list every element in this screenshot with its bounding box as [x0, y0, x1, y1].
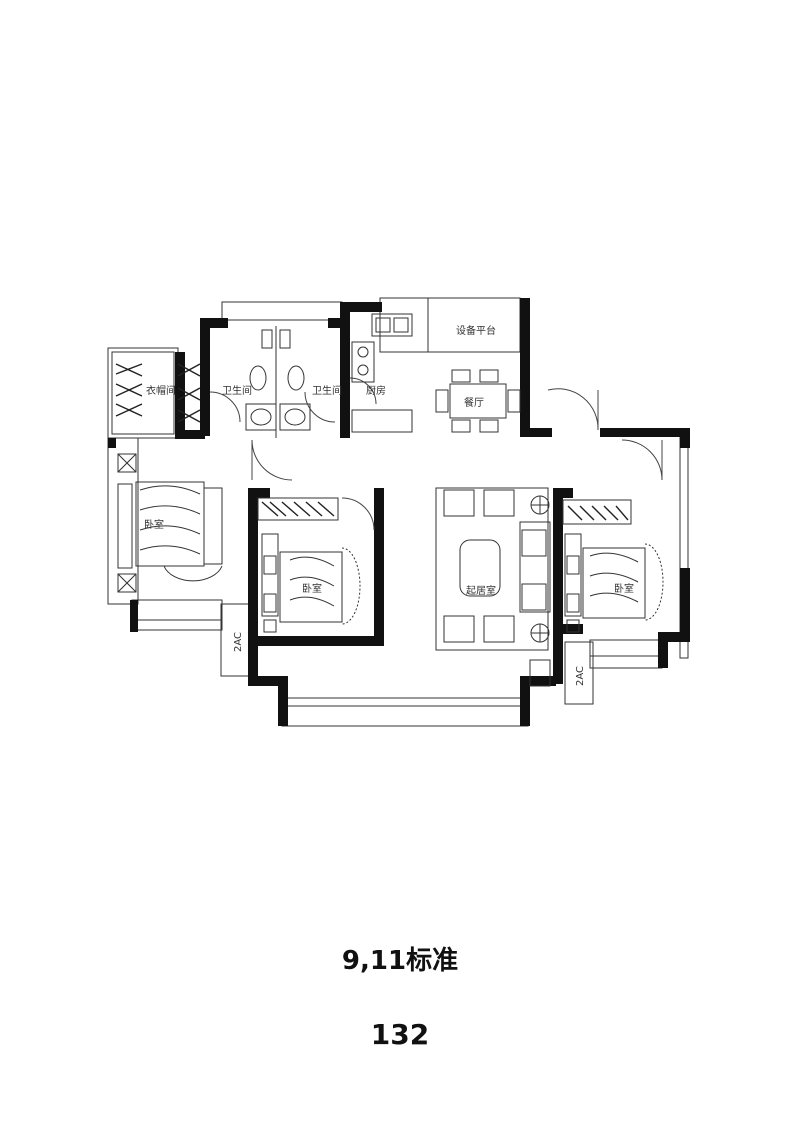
- ac-label-left: 2AC: [233, 632, 244, 652]
- floor-plan: 衣帽间 卫生间 卫生间 厨房 设备平台 餐厅 卧室 卧室 起居室 卧室 2AC …: [107, 297, 690, 727]
- kitchen-fixtures: [351, 313, 413, 433]
- bedroom-3-furniture: [564, 533, 664, 633]
- room-label-living-room: 起居室: [466, 584, 496, 597]
- room-label-bedroom-3: 卧室: [614, 582, 634, 595]
- dining-table: [435, 369, 521, 433]
- room-label-dining-room: 餐厅: [464, 396, 484, 409]
- wardrobe-rails: [257, 497, 632, 525]
- door-swings: [209, 377, 663, 531]
- living-room-furniture: [435, 487, 551, 687]
- master-bedroom-furniture: [117, 453, 223, 593]
- room-label-master-bedroom: 卧室: [144, 518, 164, 531]
- bathroom-fixtures: [245, 326, 311, 438]
- room-label-bathroom-1: 卫生间: [222, 384, 252, 397]
- room-label-kitchen: 厨房: [366, 384, 386, 397]
- room-label-bathroom-2: 卫生间: [312, 384, 342, 397]
- ac-label-right: 2AC: [575, 666, 586, 686]
- closet-hangers: [115, 363, 629, 521]
- plan-area: 132: [370, 1018, 430, 1051]
- room-label-bedroom-2: 卧室: [302, 582, 322, 595]
- room-label-equipment-platform: 设备平台: [456, 324, 496, 337]
- bedroom-2-furniture: [261, 533, 361, 633]
- structural-walls: [108, 298, 690, 726]
- plan-title: 9,11标准: [341, 946, 459, 976]
- room-label-walk-in-closet: 衣帽间: [146, 384, 176, 397]
